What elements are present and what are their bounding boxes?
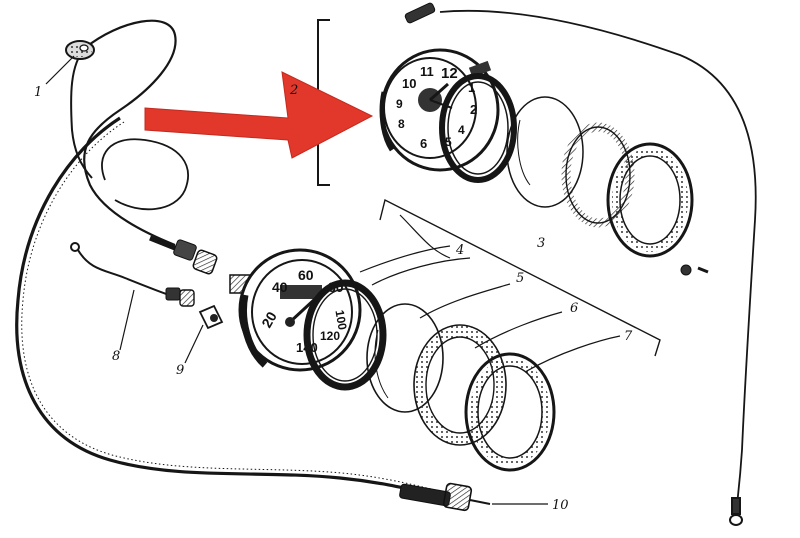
clock-num-4: 4 [458, 123, 465, 137]
speedo-bezel-ring-4 [303, 279, 387, 391]
right-cable [439, 9, 757, 506]
armoured-cable [15, 116, 446, 499]
upper-cable [83, 19, 177, 247]
clock-num-9: 9 [396, 97, 403, 111]
callout-3: 3 [537, 236, 545, 251]
wire-8-ends [70, 242, 195, 307]
grommet-cable [70, 47, 93, 179]
cables [15, 9, 757, 506]
speed-num-40: 40 [272, 279, 288, 295]
callout-4: 4 [455, 243, 464, 258]
grommet-part-1 [65, 40, 95, 60]
callout-6: 6 [570, 301, 578, 316]
callout-10: 10 [552, 498, 569, 513]
speedo-cable-connector [149, 235, 218, 275]
clock-num-6: 6 [420, 136, 427, 151]
callout-9: 9 [176, 363, 184, 378]
red-arrow-icon [144, 71, 374, 159]
callout-2: 2 [289, 83, 298, 98]
clock-glass [506, 96, 584, 208]
clock-num-12: 12 [441, 65, 458, 82]
speedo-trim-ring-7 [464, 352, 556, 472]
callout-7: 7 [624, 329, 633, 344]
screws [680, 264, 709, 276]
leader-lines [45, 55, 621, 505]
cable-loop [101, 138, 189, 211]
right-cable-top-plug [404, 2, 436, 24]
speedometer-dial-numbers: 20 40 60 80 100 120 140 [258, 267, 350, 355]
speed-num-120: 120 [320, 329, 340, 343]
clock-dial-numbers: 12 1 2 4 5 6 8 9 10 11 [396, 64, 477, 151]
callout-labels: 1 2 3 4 5 6 7 8 9 10 [34, 83, 633, 513]
right-cable-eyelet [729, 497, 743, 526]
speedo-seal-6 [414, 325, 506, 445]
speed-num-100: 100 [332, 309, 349, 331]
clock-num-5: 5 [445, 135, 452, 149]
speedo-glass-5 [366, 303, 444, 413]
clock-num-2: 2 [470, 102, 477, 117]
clock-num-1: 1 [468, 80, 475, 95]
clock-num-10: 10 [402, 76, 416, 91]
callout-5: 5 [516, 271, 524, 286]
callout-1: 1 [34, 85, 42, 100]
clock-bezel-ring [439, 73, 517, 183]
bulb-socket-9 [198, 304, 224, 330]
clock-assembly-2: 12 1 2 4 5 6 8 9 10 11 [317, 19, 694, 258]
cable-connector-10 [399, 482, 491, 512]
speed-num-60: 60 [298, 267, 314, 283]
callout-8: 8 [112, 349, 120, 364]
clock-trim-ring [606, 142, 694, 258]
speedometer-assembly-3: 20 40 60 80 100 120 140 [229, 198, 661, 472]
wire-8 [77, 249, 173, 297]
armoured-cable-texture [21, 121, 446, 493]
clock-num-11: 11 [420, 64, 434, 79]
speed-num-20: 20 [258, 309, 280, 331]
clock-num-8: 8 [398, 117, 405, 131]
